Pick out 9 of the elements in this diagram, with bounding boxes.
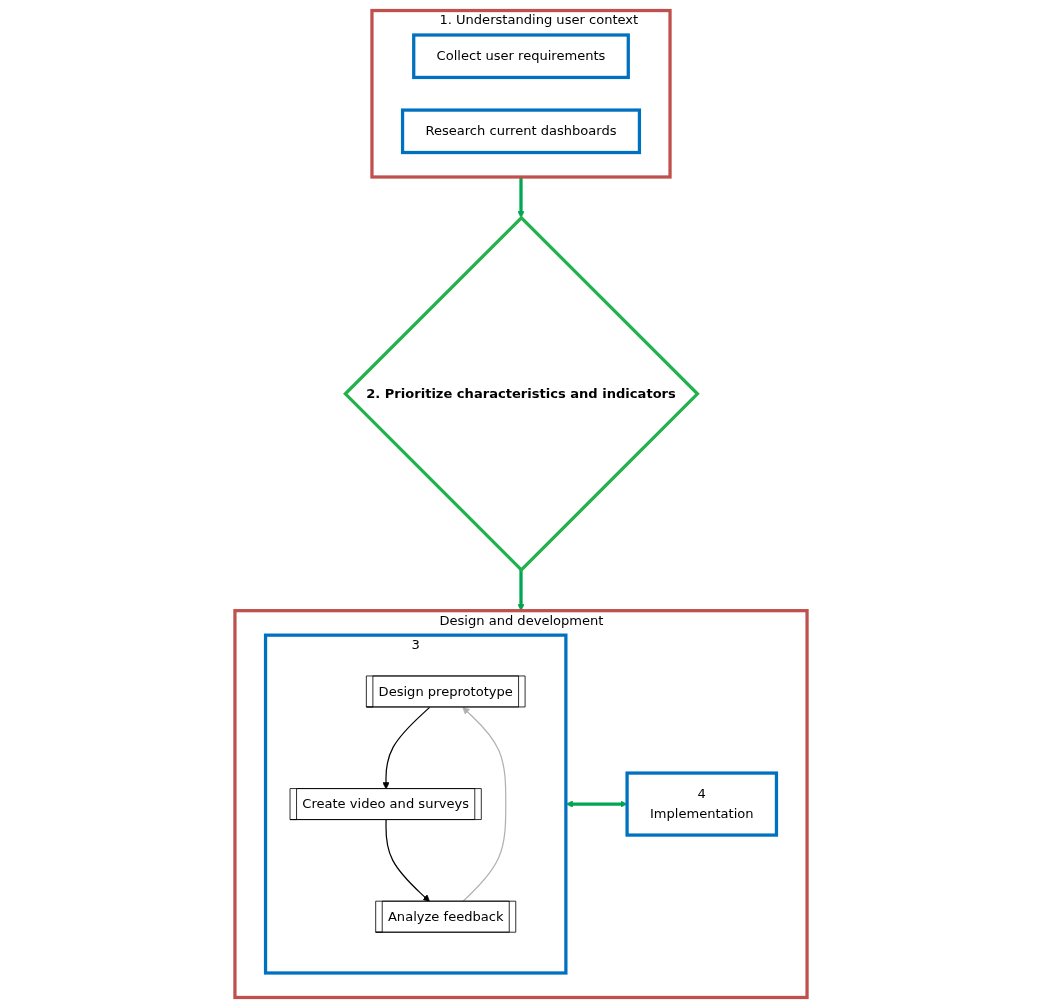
arrow	[462, 707, 507, 903]
node-box: Research current dashboards	[400, 108, 642, 155]
node-box: 4 Implementation	[625, 771, 779, 837]
arrow	[382, 706, 431, 790]
arrow	[517, 569, 525, 611]
arrow	[385, 819, 430, 902]
node-box: Collect user requirements	[412, 33, 630, 80]
arrow	[517, 177, 525, 219]
node-diamond: 2. Prioritize characteristics and indicators	[343, 215, 700, 573]
